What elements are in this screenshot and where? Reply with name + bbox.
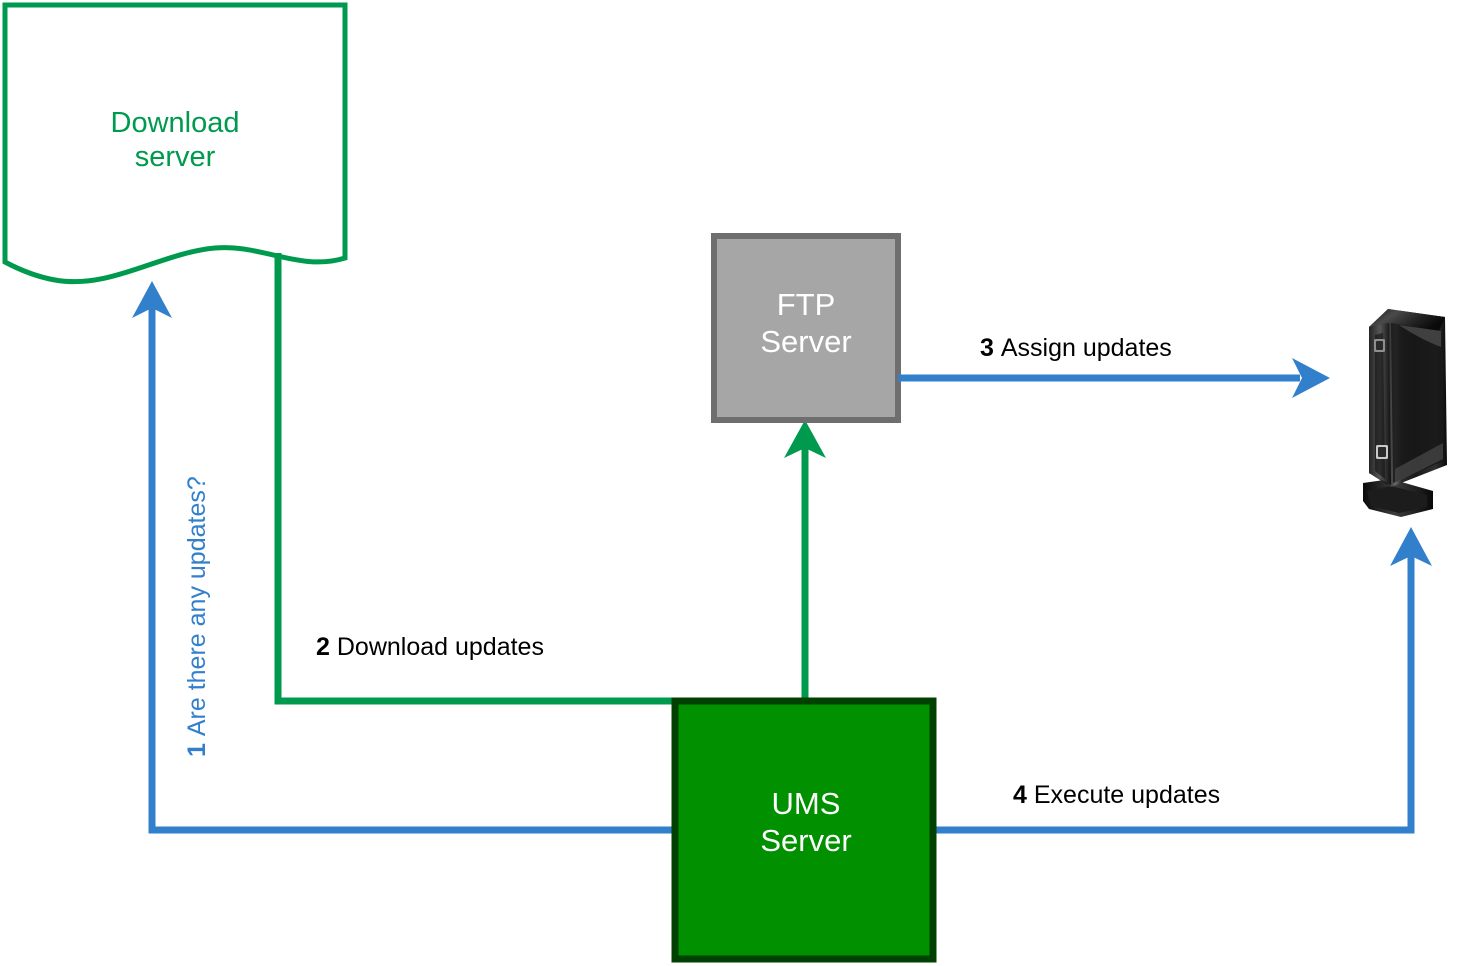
edge-3-arrowhead bbox=[1292, 358, 1330, 398]
edge-1-line bbox=[148, 300, 675, 834]
thin-client-bottom-highlight bbox=[1395, 443, 1443, 483]
edge-1-label: 1 Are there any updates? bbox=[183, 476, 212, 757]
thin-client-top-bevel bbox=[1369, 309, 1445, 331]
edge-3-label: 3 Assign updates bbox=[980, 334, 1172, 363]
edge-4-number: 4 bbox=[1013, 781, 1027, 809]
thin-client-front-panel bbox=[1391, 323, 1443, 483]
edge-upload-arrowhead bbox=[784, 420, 826, 458]
edge-3-number: 3 bbox=[980, 334, 994, 362]
edge-2-text: Download updates bbox=[336, 633, 544, 661]
thin-client-stand-top bbox=[1367, 486, 1427, 513]
thin-client-top-highlight bbox=[1399, 325, 1441, 347]
ums-server-box[interactable] bbox=[671, 697, 937, 963]
thin-client-top-port-inner bbox=[1376, 341, 1383, 350]
edge-4-text: Execute updates bbox=[1033, 781, 1221, 809]
edge-1-arrowhead bbox=[132, 281, 172, 318]
edge-3-text: Assign updates bbox=[1000, 334, 1172, 362]
edge-2-line bbox=[274, 253, 690, 705]
thin-client-side-shadow bbox=[1375, 333, 1385, 479]
edge-4-arrowhead bbox=[1390, 527, 1432, 566]
edge-1-number: 1 bbox=[183, 743, 211, 757]
thin-client-device[interactable] bbox=[1355, 295, 1453, 520]
edge-1-text: Are there any updates? bbox=[183, 476, 211, 737]
edge-4-label: 4 Execute updates bbox=[1013, 781, 1220, 810]
ftp-server-box[interactable] bbox=[711, 233, 901, 423]
download-server-shape[interactable] bbox=[2, 2, 348, 285]
edge-2-label: 2 Download updates bbox=[316, 633, 544, 662]
edge-2-number: 2 bbox=[316, 633, 330, 661]
thin-client-bottom-port-inner bbox=[1378, 447, 1386, 457]
edge-4-line bbox=[930, 550, 1415, 834]
